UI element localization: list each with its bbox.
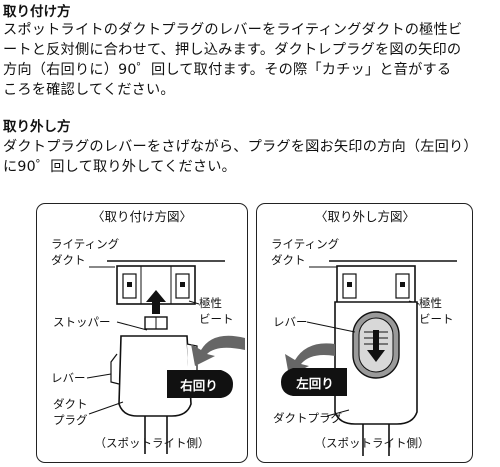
duct-label: ライティング bbox=[51, 237, 120, 251]
plug-label: プラグ bbox=[53, 413, 88, 427]
duct-plug bbox=[334, 301, 418, 456]
direction-label: 右回り bbox=[179, 378, 218, 393]
footer-label: （スポットライト側） bbox=[315, 436, 430, 450]
duct-rail bbox=[116, 265, 196, 305]
install-instructions: スポットライトのダクトプラグのレバーをライティングダクトの極性ビ ートと反対側に… bbox=[3, 20, 497, 100]
polarity-label: 極性 bbox=[199, 296, 222, 310]
install-diagram-title: 〈取り付け方図〉 bbox=[92, 209, 192, 224]
duct-label: ダクト bbox=[271, 253, 306, 267]
plug-label: ダクト bbox=[53, 397, 88, 411]
stopper-label: ストッパー bbox=[53, 315, 111, 329]
removal-instructions: ダクトプラグのレバーをさげながら、プラグを図お矢印の方向（左回り） に90゜回し… bbox=[3, 137, 497, 177]
footer-label: （スポットライト側） bbox=[95, 436, 210, 450]
direction-label: 左回り bbox=[295, 376, 334, 391]
lever-label: レバー bbox=[51, 371, 86, 385]
install-line: ころを確認してください。 bbox=[3, 82, 175, 98]
duct-label: ダクト bbox=[51, 253, 86, 267]
insert-arrow-icon bbox=[146, 290, 166, 314]
removal-line: に90゜回して取り外してください。 bbox=[3, 159, 236, 175]
duct-rail bbox=[336, 265, 416, 305]
removal-diagram: 〈取り外し方図〉 ライティング ダクト 極性 ビート レバー bbox=[256, 203, 473, 463]
polarity-label: ビート bbox=[199, 312, 234, 326]
polarity-label: ビート bbox=[419, 312, 454, 326]
install-line: スポットライトのダクトプラグのレバーをライティングダクトの極性ビ bbox=[3, 22, 463, 38]
removal-heading: 取り外し方 bbox=[3, 119, 71, 135]
install-diagram: 〈取り付け方図〉 ライティング ダクト 極性 ビート ストッパー bbox=[36, 203, 248, 463]
removal-diagram-title: 〈取り外し方図〉 bbox=[315, 209, 415, 224]
removal-line: ダクトプラグのレバーをさげながら、プラグを図お矢印の方向（左回り） bbox=[3, 139, 478, 155]
install-line: ートと反対側に合わせて、押し込みます。ダクトレプラグを図の矢印の bbox=[3, 42, 462, 58]
duct-label: ライティング bbox=[271, 237, 340, 251]
clockwise-arrow-icon bbox=[191, 335, 245, 366]
plug-label: ダクトプラグ bbox=[273, 411, 342, 425]
lever-label: レバー bbox=[273, 315, 308, 329]
counterclockwise-arrow-icon bbox=[285, 343, 335, 376]
polarity-label: 極性 bbox=[419, 296, 442, 310]
install-heading: 取り付け方 bbox=[3, 4, 71, 20]
lever-down-arrow-icon bbox=[367, 330, 385, 362]
install-line: 方向（右回りに）90゜回して取付ます。その際「カチッ」と音がする bbox=[3, 62, 452, 78]
